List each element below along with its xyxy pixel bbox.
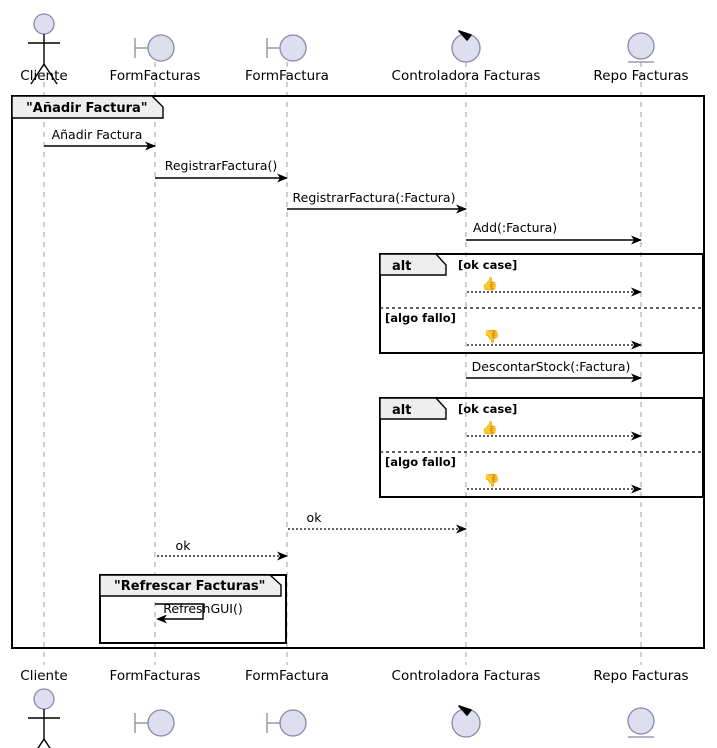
msg-return-fail-2: 👎 (466, 473, 642, 494)
entity-circle-icon (627, 707, 655, 735)
msg-ok-to-formfactura: ok (287, 510, 467, 534)
boundary-circle-icon (279, 709, 307, 737)
participant-label-formfactura: FormFactura (245, 68, 329, 84)
frames-layer: "Añadir Factura" "Refrescar Facturas" (11, 95, 705, 649)
alt-fragment-2-border (379, 397, 704, 498)
alt-fragment-1: alt [ok case] [algo fallo] (379, 253, 704, 354)
msg-registrarfactura-fact-label: RegistrarFactura(:Factura) (293, 190, 456, 205)
participant-label-bottom-controladora-facturas: Controladora Facturas (392, 668, 541, 684)
participant-bottom-repo-facturas: Repo Facturas (593, 668, 689, 738)
alt-fragment-1-guard-0: [ok case] (458, 258, 517, 272)
participant-bottom-formfactura: FormFactura (245, 668, 329, 737)
participants-bottom-layer: Cliente FormFacturas FormFactura Controlado… (20, 668, 689, 748)
alt-fragment-1-guard-1: [algo fallo] (385, 311, 456, 325)
group-anadir-factura-label: "Añadir Factura" (26, 101, 148, 116)
msg-refreshgui-label: RefreshGUI() (163, 601, 242, 616)
participants-top-layer: Cliente FormFacturas FormFactura Controlado… (20, 13, 689, 85)
participant-label-repo-facturas: Repo Facturas (593, 68, 688, 84)
msg-return-fail-1: 👎 (466, 329, 642, 350)
msg-ok-to-formfacturas: ok (155, 538, 288, 561)
participant-top-formfactura: FormFactura (245, 34, 329, 84)
group-anadir-factura: "Añadir Factura" (11, 95, 705, 649)
thumbs-down-icon: 👎 (484, 473, 500, 489)
participant-label-bottom-formfactura: FormFactura (245, 668, 329, 684)
msg-registrarfactura: RegistrarFactura() (155, 158, 288, 183)
alt-fragment-1-operator-label: alt (392, 259, 411, 274)
msg-descontarstock-label: DescontarStock(:Factura) (472, 359, 631, 374)
control-arrow-icon (458, 30, 472, 41)
participant-label-bottom-cliente: Cliente (20, 668, 67, 684)
msg-registrarfactura-label: RegistrarFactura() (165, 158, 278, 173)
participant-label-controladora-facturas: Controladora Facturas (392, 68, 541, 84)
participant-bottom-cliente: Cliente (20, 668, 68, 748)
control-arrow-icon (458, 705, 472, 716)
msg-refreshgui-arrowhead (156, 614, 167, 624)
actor-leg-right-icon (43, 63, 58, 85)
lifelines-layer (43, 62, 642, 665)
participant-label-formfacturas: FormFacturas (110, 68, 201, 84)
msg-add-factura: Add(:Factura) (466, 220, 642, 245)
thumbs-down-icon: 👎 (484, 329, 500, 345)
participant-label-cliente: Cliente (20, 68, 67, 84)
entity-circle-icon (627, 32, 655, 60)
msg-return-ok-1: 👍 (466, 276, 642, 297)
fragments-layer: alt [ok case] [algo fallo] alt [ok case] [alg… (379, 253, 704, 498)
msg-refreshgui: RefreshGUI() (155, 601, 243, 624)
participant-label-bottom-repo-facturas: Repo Facturas (593, 668, 688, 684)
msg-descontarstock: DescontarStock(:Factura) (466, 359, 642, 383)
participant-label-bottom-formfacturas: FormFacturas (110, 668, 201, 684)
alt-fragment-1-tab (379, 253, 447, 276)
boundary-circle-icon (147, 709, 175, 737)
participant-top-controladora-facturas: Controladora Facturas (392, 30, 541, 84)
actor-head-icon (33, 13, 55, 35)
actor-leg-left-icon (37, 738, 45, 748)
thumbs-up-icon: 👍 (482, 420, 498, 436)
participant-top-cliente: Cliente (20, 13, 68, 85)
msg-return-ok-2: 👍 (466, 420, 642, 441)
boundary-circle-icon (279, 34, 307, 62)
alt-fragment-2-guard-0: [ok case] (458, 402, 517, 416)
boundary-circle-icon (147, 34, 175, 62)
actor-leg-left-icon (30, 63, 45, 85)
actor-leg-right-icon (43, 738, 51, 748)
msg-anadir-factura: Añadir Factura (44, 127, 156, 151)
group-refrescar-facturas: "Refrescar Facturas" (99, 574, 287, 644)
alt-fragment-1-border (379, 253, 704, 354)
alt-fragment-2-operator-label: alt (392, 403, 411, 418)
msg-add-factura-label: Add(:Factura) (473, 220, 557, 235)
msg-anadir-factura-label: Añadir Factura (52, 127, 143, 142)
msg-registrarfactura-fact: RegistrarFactura(:Factura) (287, 190, 467, 214)
msg-ok-to-formfactura-label: ok (307, 510, 323, 525)
msg-refreshgui-line (155, 603, 204, 620)
participant-bottom-formfacturas: FormFacturas (110, 668, 201, 737)
thumbs-up-icon: 👍 (482, 276, 498, 292)
alt-fragment-2-tab (379, 397, 447, 420)
actor-head-icon (33, 688, 55, 710)
group-refrescar-facturas-label: "Refrescar Facturas" (114, 579, 265, 594)
group-refrescar-facturas-tab (99, 574, 282, 597)
alt-fragment-2: alt [ok case] [algo fallo] (379, 397, 704, 498)
participant-top-formfacturas: FormFacturas (110, 34, 201, 84)
group-anadir-factura-border (11, 95, 705, 649)
alt-fragment-2-guard-1: [algo fallo] (385, 455, 456, 469)
msg-ok-to-formfacturas-label: ok (176, 538, 192, 553)
participant-top-repo-facturas: Repo Facturas (593, 32, 689, 84)
participant-bottom-controladora-facturas: Controladora Facturas (392, 668, 541, 738)
group-anadir-factura-tab (11, 95, 164, 119)
